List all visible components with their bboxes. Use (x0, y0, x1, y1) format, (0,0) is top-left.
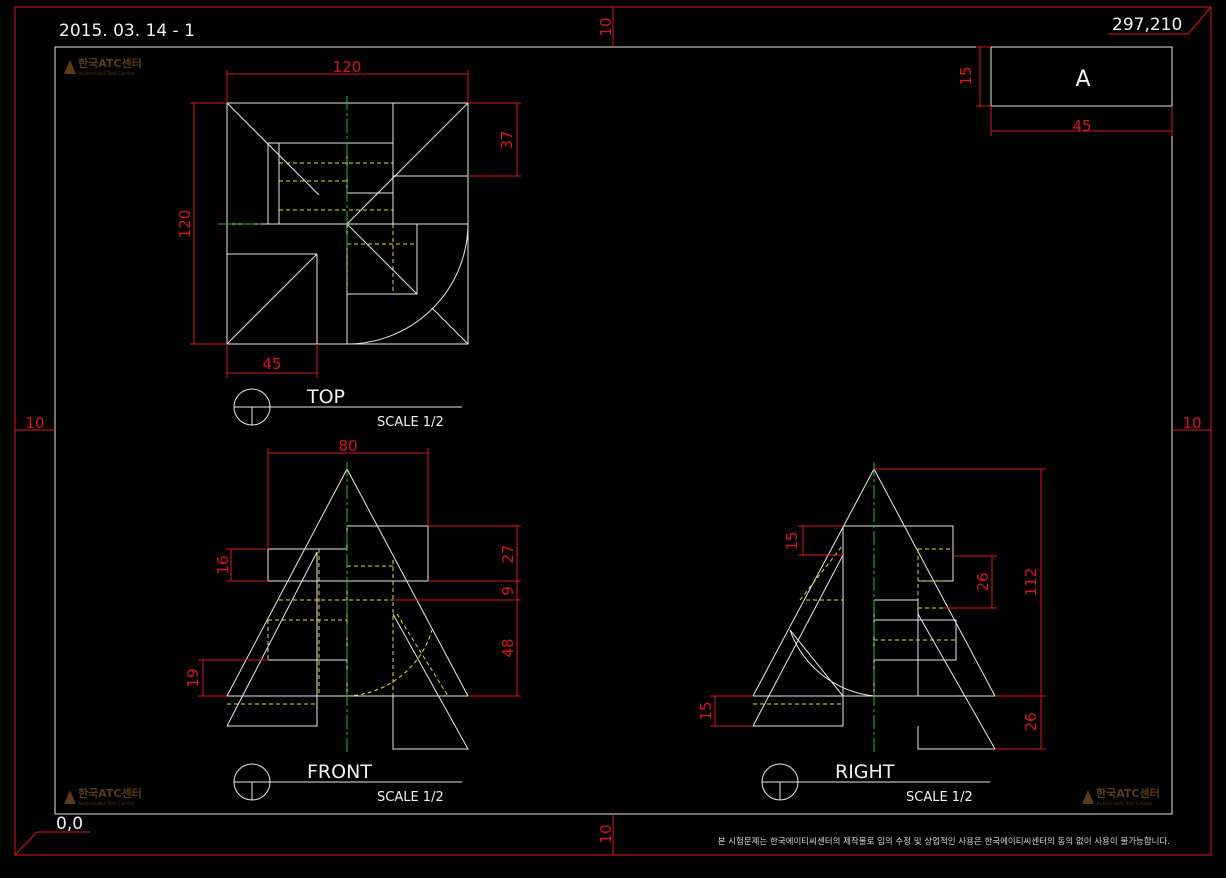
dim-front-48: 48 (499, 638, 517, 657)
top-view-scale: SCALE 1/2 (377, 415, 444, 430)
dim-right-112: 112 (1022, 568, 1040, 597)
logo-bottom-right: 한국ATC센터 Authorized Test Center (1082, 786, 1160, 807)
right-view: 15 26 112 26 15 (697, 462, 1046, 755)
dim-left-margin: 10 (25, 414, 44, 432)
front-view-title: FRONT (307, 761, 372, 783)
dim-right-15a: 15 (783, 531, 801, 550)
right-view-title: RIGHT (835, 761, 895, 783)
origin-label: 0,0 (56, 814, 83, 834)
svg-text:한국ATC센터: 한국ATC센터 (1096, 786, 1160, 800)
title-block: A 15 45 (957, 46, 1173, 136)
dim-front-19: 19 (184, 668, 202, 687)
title-block-letter: A (1075, 67, 1090, 92)
dim-right-margin: 10 (1182, 414, 1201, 432)
front-view-scale: SCALE 1/2 (377, 790, 444, 805)
right-view-scale: SCALE 1/2 (906, 790, 973, 805)
dim-right-26b: 26 (1022, 712, 1040, 731)
svg-text:Authorized Test Center: Authorized Test Center (78, 71, 136, 77)
dim-top-height: 120 (176, 210, 194, 239)
dim-title-width: 45 (1072, 117, 1091, 135)
dim-top-45: 45 (262, 355, 281, 373)
margin-dimensions: 10 10 10 10 (14, 6, 1212, 856)
front-view: 80 27 9 48 16 19 (184, 437, 521, 755)
logo-bottom-left: 한국ATC센터 Authorized Test Center (64, 786, 142, 807)
dim-front-27: 27 (499, 544, 517, 563)
svg-text:한국ATC센터: 한국ATC센터 (78, 786, 142, 800)
dim-right-15b: 15 (697, 701, 715, 720)
dim-front-9: 9 (499, 586, 517, 596)
dim-top-margin: 10 (597, 17, 615, 36)
dim-top-width: 120 (333, 58, 362, 76)
dim-front-80: 80 (338, 437, 357, 455)
front-view-label: FRONT SCALE 1/2 (233, 761, 462, 805)
sheet-size: 297,210 (1112, 15, 1182, 35)
svg-text:한국ATC센터: 한국ATC센터 (78, 56, 142, 70)
copyright-note: 본 시험문제는 한국에이티씨센터의 제작물로 임의 수정 및 상업적인 사용은 … (718, 836, 1170, 847)
top-view-label: TOP SCALE 1/2 (233, 386, 462, 430)
top-view-title: TOP (306, 386, 345, 408)
dim-front-16: 16 (214, 555, 232, 574)
dim-top-37: 37 (498, 130, 516, 149)
svg-text:Authorized Test Center: Authorized Test Center (1096, 801, 1154, 807)
svg-text:Authorized Test Center: Authorized Test Center (78, 801, 136, 807)
dim-right-26a: 26 (974, 572, 992, 591)
right-view-label: RIGHT SCALE 1/2 (761, 761, 990, 805)
dim-bottom-margin: 10 (597, 824, 615, 843)
logo-top-left: 한국ATC센터 Authorized Test Center (64, 56, 142, 77)
dim-title-height: 15 (957, 66, 975, 85)
top-view: 120 120 37 45 (176, 58, 521, 378)
sheet-id: 2015. 03. 14 - 1 (59, 21, 195, 41)
